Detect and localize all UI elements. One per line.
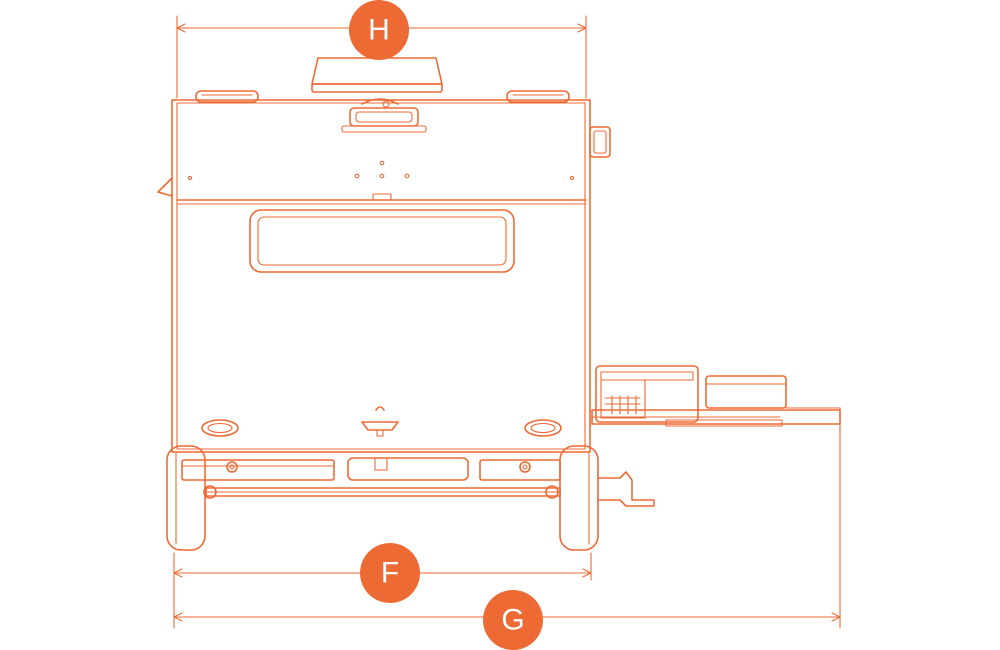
trailer-body bbox=[171, 99, 591, 453]
roof-vent-right bbox=[506, 90, 570, 103]
wheel-right bbox=[559, 445, 599, 551]
hitch bbox=[597, 471, 655, 507]
dimension-h: H bbox=[176, 0, 587, 99]
dimension-g-badge bbox=[483, 590, 543, 650]
dimension-h-badge bbox=[349, 0, 409, 60]
dimension-f-label: F bbox=[381, 557, 399, 590]
dimension-g: G bbox=[173, 423, 841, 650]
roof-vent-left bbox=[195, 90, 259, 103]
hatch-handle bbox=[341, 98, 427, 133]
wheel-left bbox=[166, 445, 206, 551]
side-box-right bbox=[589, 126, 611, 158]
side-marker-left bbox=[157, 177, 173, 197]
undercarriage bbox=[181, 457, 561, 499]
tail-light-right bbox=[524, 419, 562, 437]
dimension-f: F bbox=[173, 543, 592, 603]
rear-handle bbox=[361, 406, 399, 437]
tail-light-left bbox=[201, 419, 239, 437]
dimension-g-label: G bbox=[501, 604, 524, 637]
roof-vent-center bbox=[311, 57, 443, 93]
slide-out-kitchen bbox=[591, 365, 841, 427]
rear-window bbox=[249, 209, 515, 273]
dimension-f-badge bbox=[360, 543, 420, 603]
dimension-h-label: H bbox=[368, 14, 390, 47]
